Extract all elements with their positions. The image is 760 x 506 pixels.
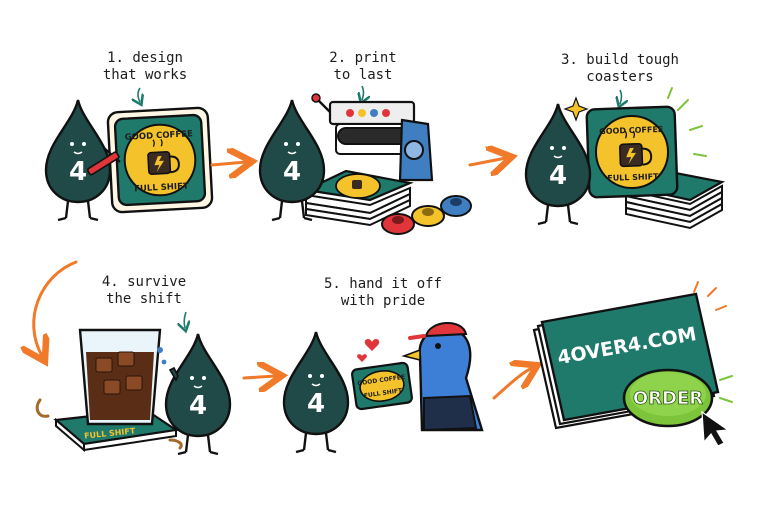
pencil-icon [86, 147, 121, 176]
order-button[interactable]: ORDER [622, 368, 714, 428]
step-label-4: 4. survive the shift [84, 274, 204, 308]
step-label-line: 1. design [107, 50, 183, 66]
printing-press [311, 93, 434, 182]
mascot-5: 4 [282, 330, 350, 454]
coffee-stain [35, 398, 50, 418]
click-burst [693, 281, 727, 311]
mascot-3: 4 [524, 102, 592, 226]
step-label-line: 3. build tough [560, 52, 679, 68]
step-label-line: with pride [340, 293, 426, 309]
flow-arrow-3 [34, 260, 78, 356]
heart-icon [357, 354, 367, 362]
handed-coaster: GOOD COFFEE FULL SHIFT [351, 361, 413, 411]
pointer-arrow-2 [362, 85, 364, 100]
iced-coffee-glass [78, 328, 167, 426]
coaster-bottom-text: FULL SHIFT [607, 172, 659, 183]
step1-design: GOOD COFFEE FULL SHIFT 4 [44, 98, 214, 222]
order-button-label[interactable]: ORDER [632, 388, 703, 410]
coaster-top-text: GOOD COFFEE [599, 125, 663, 136]
pointer-arrow-4 [184, 311, 186, 328]
shine-lines [667, 87, 707, 157]
coffee-stain [168, 438, 183, 450]
design-coaster: GOOD COFFEE FULL SHIFT [106, 106, 214, 214]
mascot-numeral: 4 [307, 389, 325, 419]
step4-survive: FULL SHIFT 4 [35, 328, 232, 456]
step-label-line: coasters [586, 69, 654, 85]
step-label-line: 4. survive [101, 274, 187, 290]
flow-arrow-1 [210, 162, 246, 165]
coaster-stack-2 [302, 169, 414, 227]
mascot-numeral: 4 [549, 161, 567, 191]
cursor-icon [701, 410, 730, 447]
mascot-2: 4 [258, 98, 326, 222]
step5-handoff: 4 GOOD COFFEE FULL SHIFT [282, 321, 484, 454]
tough-coaster: GOOD COFFEE FULL SHIFT [585, 105, 679, 199]
pointer-arrow-1 [138, 87, 140, 102]
mascot-numeral: 4 [283, 157, 301, 187]
coaster-top-text: GOOD COFFEE [124, 129, 193, 143]
step-label-line: to last [333, 67, 393, 83]
step-label-3: 3. build tough coasters [555, 52, 685, 86]
mascot-1: 4 [44, 98, 112, 222]
heart-icon [364, 338, 380, 351]
step-label-line: 5. hand it off [323, 276, 442, 292]
step-label-line: the shift [106, 291, 182, 307]
step-label-line: 2. print [329, 50, 397, 66]
pointer-arrow-3 [620, 89, 622, 104]
flow-arrow-4 [242, 376, 276, 378]
mascot-numeral: 4 [189, 391, 207, 421]
step-label-1: 1. design that works [90, 50, 200, 84]
flow-arrow-2 [468, 158, 506, 165]
step2-print: 4 [258, 93, 472, 235]
mascot-numeral: 4 [69, 157, 87, 187]
step-label-5: 5. hand it off with pride [318, 276, 448, 310]
mascot-4: 4 [164, 332, 232, 456]
sparkle-icon [563, 96, 589, 122]
flow-arrow-5 [492, 368, 532, 400]
step-label-2: 2. print to last [318, 50, 408, 84]
step-label-line: that works [102, 67, 188, 83]
coaster-bottom-text: FULL SHIFT [134, 182, 189, 195]
step3-build: GOOD COFFEE FULL SHIFT 4 [524, 87, 726, 230]
click-burst [719, 375, 733, 403]
thumbs-up [168, 366, 179, 382]
ink-rolls [381, 195, 472, 235]
blue-bird [401, 321, 484, 432]
